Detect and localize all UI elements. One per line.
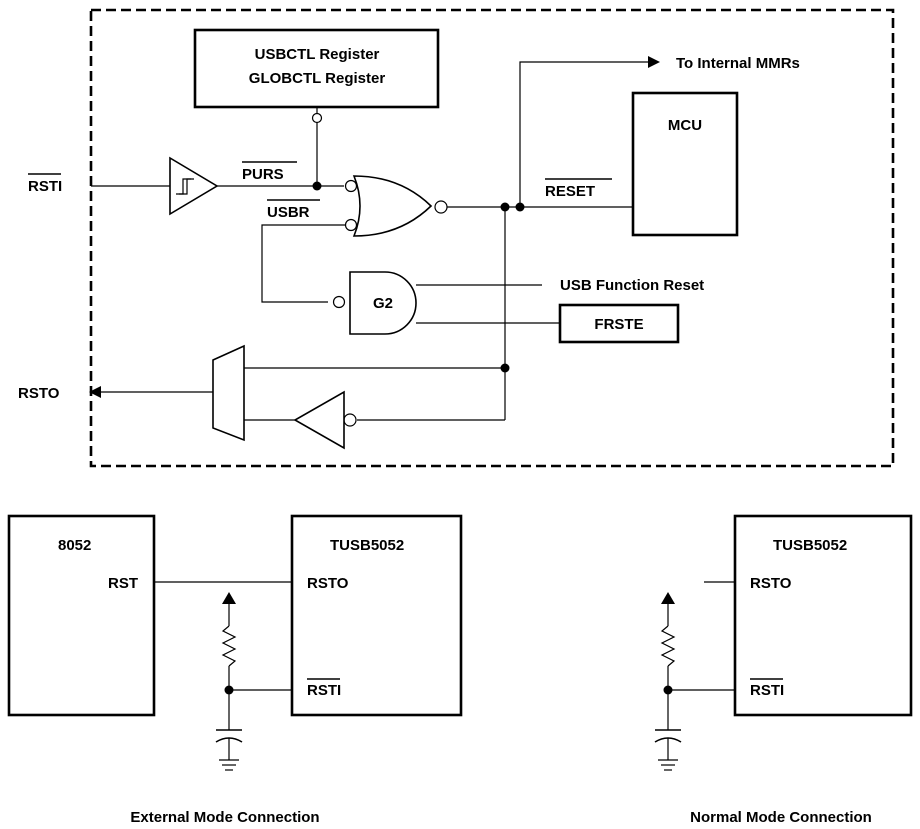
tusb5052-left-label: TUSB5052 — [330, 537, 404, 554]
purs-junction — [312, 181, 322, 191]
usb-function-reset-label: USB Function Reset — [560, 277, 704, 294]
tusb5052-chip-left — [290, 514, 463, 717]
rsto-pin-left-label: RSTO — [307, 575, 349, 592]
chip-8052 — [7, 514, 156, 717]
external-mode-caption: External Mode Connection — [130, 809, 319, 826]
to-internal-mmrs-label: To Internal MMRs — [676, 55, 800, 72]
resistor-left-icon — [221, 625, 237, 667]
tusb5052-right-label: TUSB5052 — [773, 537, 847, 554]
nor-input-a-bubble — [344, 179, 358, 193]
schmitt-trigger-buffer — [169, 156, 219, 216]
usbctl-globctl-register-block: USBCTL Register GLOBCTL Register — [193, 28, 440, 109]
vcc-arrow-right-icon — [661, 592, 675, 604]
normal-mode-caption: Normal Mode Connection — [690, 809, 872, 826]
tusb5052-chip-right — [733, 514, 913, 717]
inverter-buffer — [293, 390, 345, 450]
rc-network-left — [215, 592, 292, 771]
rsto-output-label: RSTO — [18, 385, 60, 402]
device-boundary — [89, 8, 895, 468]
mcu-block — [631, 91, 739, 237]
rsti-pin-left-label: RSTI — [307, 682, 341, 699]
frste-label: FRSTE — [594, 316, 643, 333]
nor-input-b-bubble — [344, 218, 358, 232]
chip-8052-label: 8052 — [58, 537, 91, 554]
g2-label: G2 — [373, 295, 393, 312]
to-mmrs-wire — [519, 61, 648, 207]
rsto-arrow — [89, 386, 101, 398]
nor-output-bubble — [434, 200, 448, 214]
rsti-input-label: RSTI — [28, 178, 62, 195]
rsti-pin-right-label: RSTI — [750, 682, 784, 699]
usbr-label: USBR — [267, 204, 310, 221]
reset-junction-b — [515, 202, 525, 212]
purs-label: PURS — [242, 166, 284, 183]
mux-junction — [500, 363, 510, 373]
mcu-label: MCU — [668, 117, 702, 134]
rc-network-right — [654, 592, 735, 771]
usbr-wire — [261, 224, 345, 303]
g2-input-bubble — [332, 295, 346, 309]
reset-label: RESET — [545, 183, 595, 200]
to-mmrs-arrow — [648, 56, 660, 68]
g2-gate: G2 — [332, 271, 417, 335]
usbctl-register-label: USBCTL Register — [255, 46, 380, 63]
rst-pin-label: RST — [108, 575, 138, 592]
rsto-pin-right-label: RSTO — [750, 575, 792, 592]
frste-block — [558, 303, 680, 344]
vcc-arrow-left-icon — [222, 592, 236, 604]
resistor-right-icon — [660, 625, 676, 667]
inverter-bubble — [343, 413, 357, 427]
nor-gate — [344, 175, 448, 237]
rsto-mux — [212, 344, 245, 442]
globctl-register-label: GLOBCTL Register — [249, 70, 386, 87]
register-inversion-bubble — [311, 112, 323, 124]
